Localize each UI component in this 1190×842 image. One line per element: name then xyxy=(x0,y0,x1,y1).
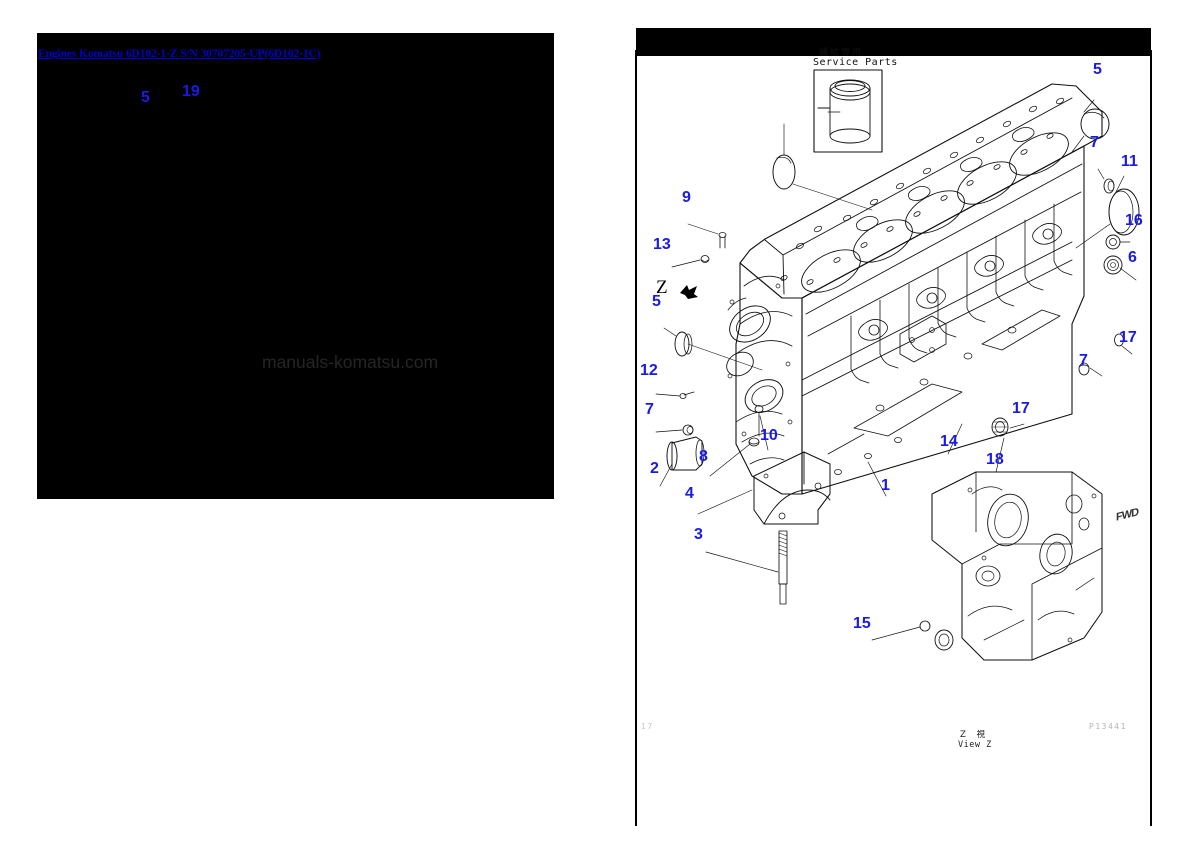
part-callout-5[interactable]: 5 xyxy=(141,89,150,106)
sheet-border-left xyxy=(635,50,637,826)
part-callout-7[interactable]: 7 xyxy=(1090,134,1099,151)
part-callout-5[interactable]: 5 xyxy=(1093,61,1102,78)
part-callout-15[interactable]: 15 xyxy=(853,615,871,632)
part-callout-11[interactable]: 11 xyxy=(1121,153,1138,170)
part-callout-5[interactable]: 5 xyxy=(652,293,661,310)
part-callout-7[interactable]: 7 xyxy=(1079,352,1088,369)
view-z-caption-jp: Z 視 xyxy=(960,730,990,740)
part-callout-3[interactable]: 3 xyxy=(694,526,703,543)
sheet-top-bar xyxy=(636,28,1151,56)
image-viewer-panel xyxy=(37,33,554,499)
service-parts-label-en: Service Parts xyxy=(813,57,898,68)
part-callout-13[interactable]: 13 xyxy=(653,236,671,253)
cylinder-block-drawing xyxy=(632,24,1140,661)
sheet-drawing-code: P13441 xyxy=(1089,722,1127,731)
part-callout-9[interactable]: 9 xyxy=(682,189,691,206)
part-callout-7[interactable]: 7 xyxy=(645,401,654,418)
sheet-page-number: 17 xyxy=(641,722,654,731)
document-title-link[interactable]: Engines Komatsu 6D102-1-Z S/N 30707205-U… xyxy=(38,48,321,60)
view-direction-letter-z: Z xyxy=(656,277,668,298)
part-callout-10[interactable]: 10 xyxy=(760,427,778,444)
part-callout-4[interactable]: 4 xyxy=(685,485,694,502)
part-callout-17[interactable]: 17 xyxy=(1119,329,1137,346)
part-callout-12[interactable]: 12 xyxy=(640,362,658,379)
part-callout-2[interactable]: 2 xyxy=(650,460,659,477)
part-callout-14[interactable]: 14 xyxy=(940,433,958,450)
part-callout-6[interactable]: 6 xyxy=(1128,249,1137,266)
part-callout-18[interactable]: 18 xyxy=(986,451,1004,468)
drawing-sheet: 補給専用 Service Parts Z Z 視 View Z FWD 17 P… xyxy=(632,24,1155,826)
sheet-border-right xyxy=(1150,50,1152,826)
part-callout-19[interactable]: 19 xyxy=(182,83,200,100)
service-parts-label-jp: 補給専用 xyxy=(819,48,864,58)
part-callout-17[interactable]: 17 xyxy=(1012,400,1030,417)
part-callout-16[interactable]: 16 xyxy=(1125,212,1143,229)
view-z-caption-en: View Z xyxy=(958,740,992,750)
part-callout-8[interactable]: 8 xyxy=(699,448,708,465)
view-direction-arrow-icon xyxy=(680,285,698,299)
part-callout-1[interactable]: 1 xyxy=(881,477,890,494)
